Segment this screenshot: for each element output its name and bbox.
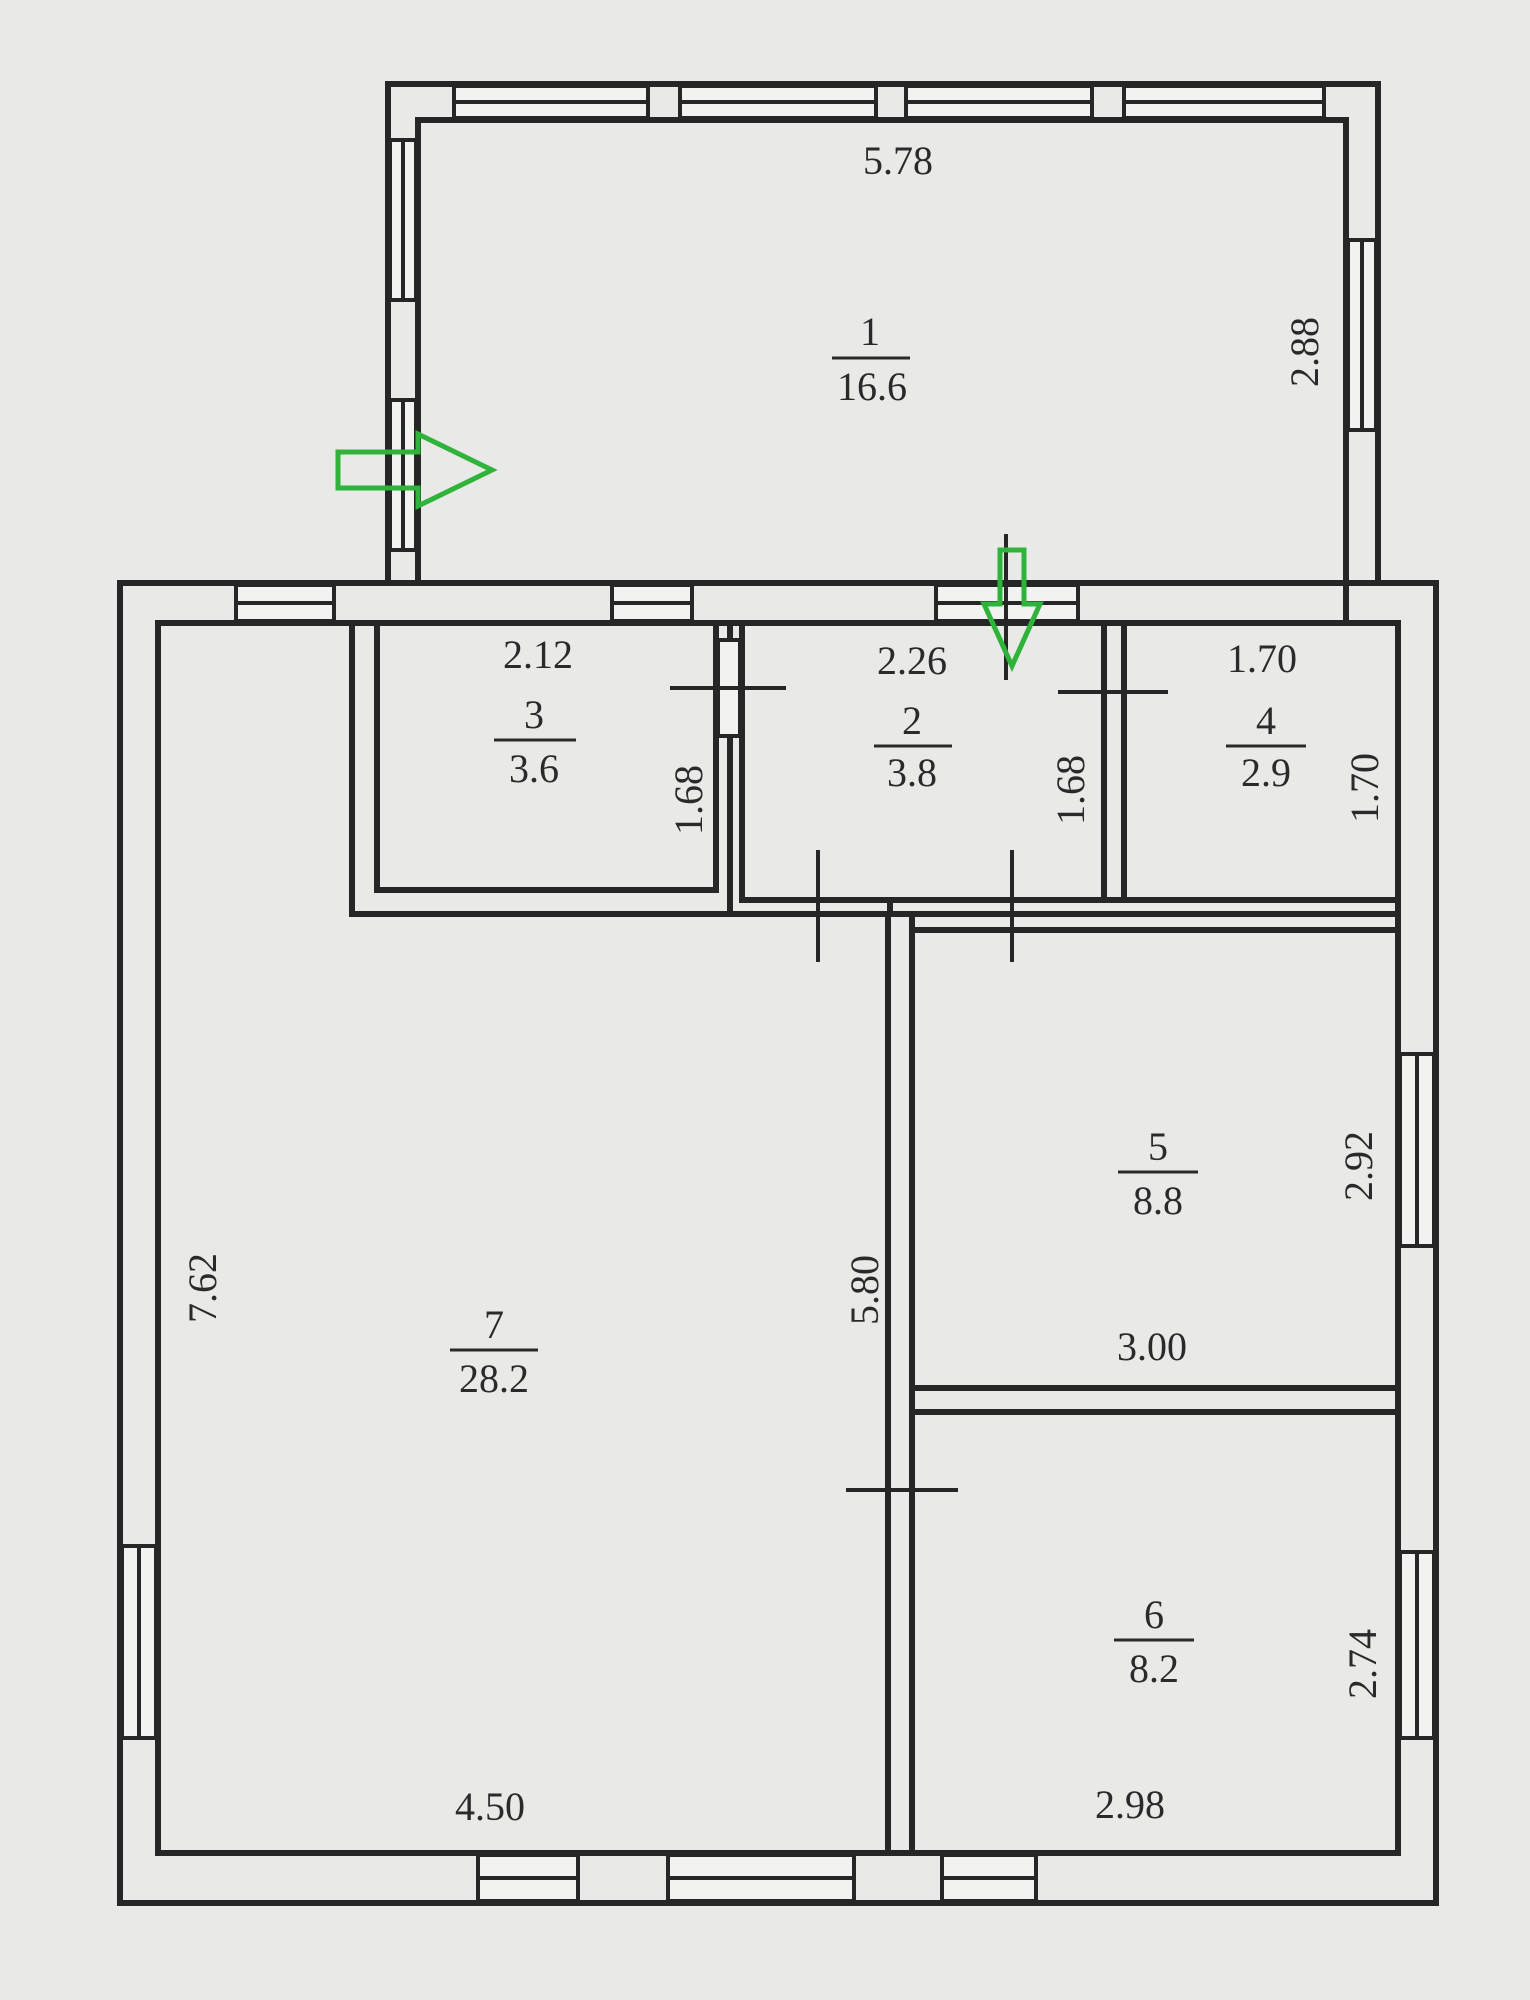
room-label-3: 3 3.6 — [494, 692, 576, 791]
entrance-arrow-down-icon — [980, 547, 1044, 673]
room-number: 3 — [524, 692, 544, 737]
room-number: 1 — [860, 309, 880, 354]
room-label-4: 4 2.9 — [1226, 698, 1306, 795]
dim-room3-height: 1.68 — [666, 765, 711, 835]
room-label-5: 5 8.8 — [1118, 1124, 1198, 1223]
room-area: 8.8 — [1133, 1178, 1183, 1223]
room-area: 3.6 — [509, 746, 559, 791]
dim-room5-height: 2.92 — [1336, 1131, 1381, 1201]
dim-room6-width: 2.98 — [1095, 1782, 1165, 1827]
dim-room7-height: 7.62 — [180, 1253, 225, 1323]
entrance-arrow-right-icon — [335, 430, 498, 510]
room-label-7: 7 28.2 — [450, 1302, 538, 1401]
room-number: 6 — [1144, 1592, 1164, 1637]
room-number: 2 — [902, 698, 922, 743]
room-label-1: 1 16.6 — [832, 309, 910, 409]
room-area: 2.9 — [1241, 750, 1291, 795]
dim-room3-width: 2.12 — [503, 632, 573, 677]
dim-room4-width: 1.70 — [1227, 636, 1297, 681]
dim-room4-height: 1.70 — [1342, 753, 1387, 823]
dim-room6-height: 2.74 — [1340, 1629, 1385, 1699]
dimension-labels: 5.78 2.88 2.12 1.68 2.26 1.68 1.70 1.70 … — [180, 138, 1387, 1829]
room-area: 28.2 — [459, 1356, 529, 1401]
dim-room2-width: 2.26 — [877, 638, 947, 683]
room-label-2: 2 3.8 — [874, 698, 952, 795]
dim-room1-width: 5.78 — [863, 138, 933, 183]
dim-room2-height: 1.68 — [1048, 755, 1093, 825]
room-number: 5 — [1148, 1124, 1168, 1169]
room-number: 7 — [484, 1302, 504, 1347]
dim-room1-height: 2.88 — [1282, 317, 1327, 387]
windows — [120, 84, 1436, 1903]
room-area: 3.8 — [887, 750, 937, 795]
room-area: 16.6 — [837, 364, 907, 409]
room-label-6: 6 8.2 — [1114, 1592, 1194, 1691]
dim-partition-height: 5.80 — [842, 1255, 887, 1325]
room-area: 8.2 — [1129, 1646, 1179, 1691]
room-number: 4 — [1256, 698, 1276, 743]
dim-room7-width: 4.50 — [455, 1784, 525, 1829]
dim-room5-width: 3.00 — [1117, 1324, 1187, 1369]
